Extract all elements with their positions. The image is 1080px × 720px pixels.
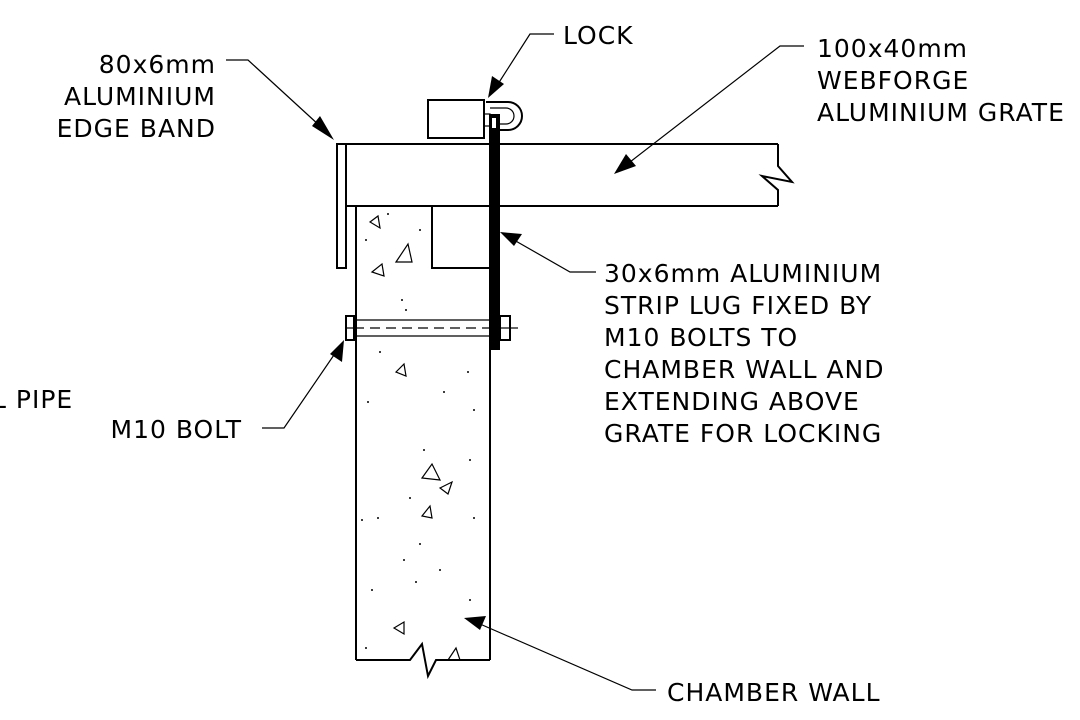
strip-lug-line-4: CHAMBER WALL AND: [604, 355, 885, 384]
concrete-hatch: [361, 213, 475, 661]
aluminium-grate: [346, 143, 795, 207]
leader-grate: [614, 45, 804, 174]
leader-bolt: [262, 340, 344, 429]
padlock: [427, 99, 523, 139]
edge-band-line-3: EDGE BAND: [57, 114, 216, 143]
label-bolt: M10 BOLT: [111, 415, 242, 444]
strip-lug-line-5: EXTENDING ABOVE: [604, 387, 860, 416]
strip-lug-line-1: 30x6mm ALUMINIUM: [604, 259, 882, 288]
label-lock: LOCK: [563, 21, 634, 50]
grate-line-1: 100x40mm: [817, 34, 968, 63]
label-grate: 100x40mm WEBFORGE ALUMINIUM GRATE: [817, 34, 1065, 127]
m10-bolt: [345, 315, 518, 341]
chamber-wall: [355, 206, 491, 680]
strip-lug: [489, 114, 500, 350]
strip-lug-line-6: GRATE FOR LOCKING: [604, 419, 882, 448]
grate-line-2: WEBFORGE: [817, 66, 969, 95]
seating-angle: [431, 206, 490, 269]
strip-lug-line-2: STRIP LUG FIXED BY: [604, 291, 872, 320]
leader-strip-lug: [500, 232, 596, 273]
edge-band-line-1: 80x6mm: [99, 50, 216, 79]
strip-lug-line-3: M10 BOLTS TO: [604, 323, 798, 352]
label-chamber-wall: CHAMBER WALL: [667, 678, 881, 707]
label-pipe: L PIPE: [0, 385, 73, 414]
leader-edge-band: [226, 59, 334, 140]
edge-band-line-2: ALUMINIUM: [64, 82, 216, 111]
leader-chamber-wall: [464, 616, 656, 691]
leader-lock: [488, 33, 554, 98]
label-edge-band: 80x6mm ALUMINIUM EDGE BAND: [57, 50, 216, 143]
grate-line-3: ALUMINIUM GRATE: [817, 98, 1065, 127]
label-strip-lug: 30x6mm ALUMINIUM STRIP LUG FIXED BY M10 …: [604, 259, 885, 448]
edge-band: [336, 143, 347, 269]
